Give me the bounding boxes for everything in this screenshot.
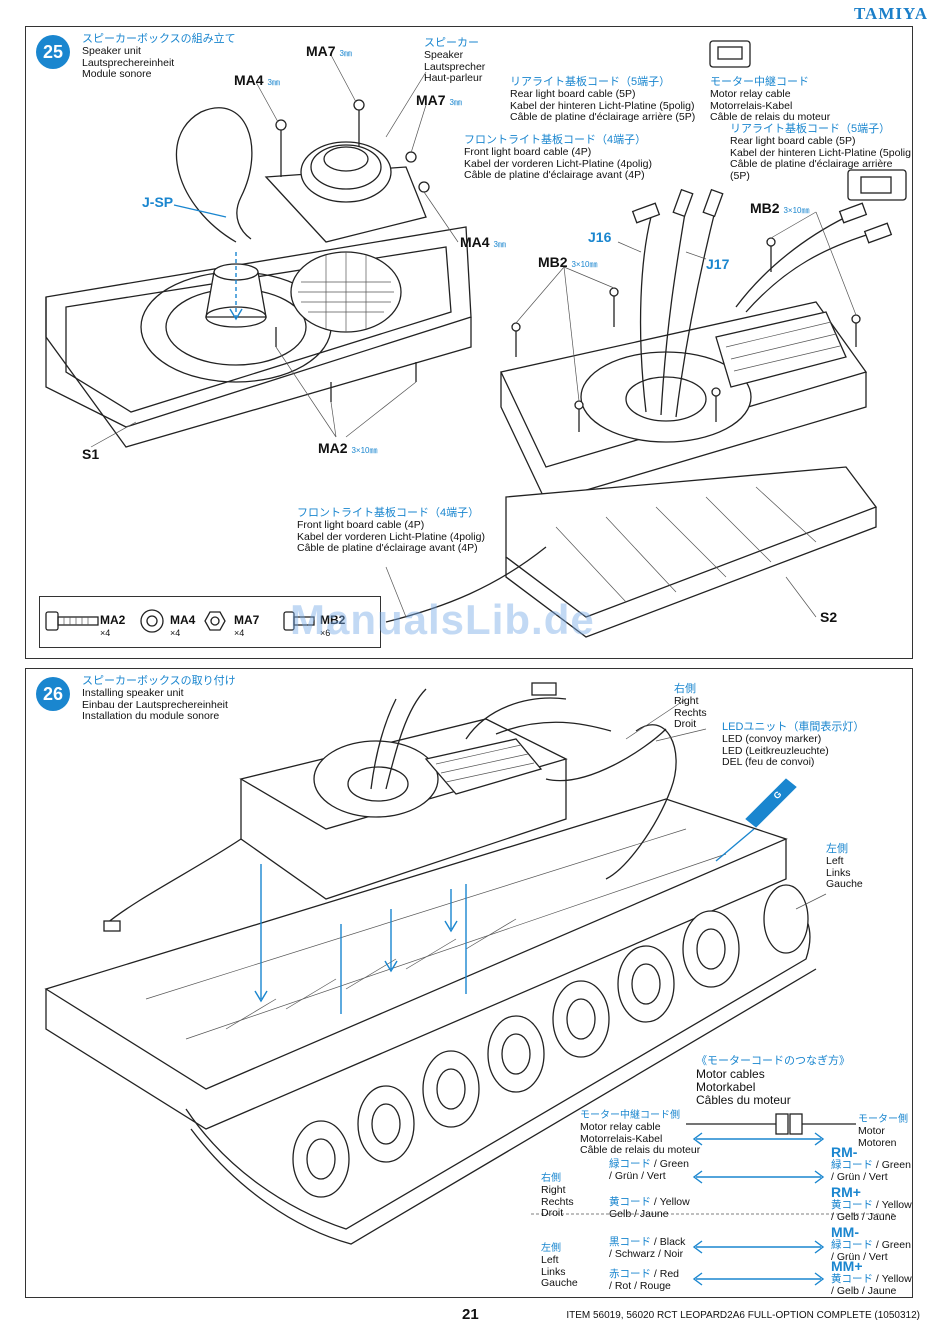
watermark: ManualsLib.de bbox=[290, 596, 595, 643]
front-cable-callout-a: フロントライト基板コード（4端子） Front light board cabl… bbox=[464, 134, 652, 181]
step-number-25: 25 bbox=[36, 35, 70, 69]
row-4-right: MM+黄コード / Yellow/ Gelb / Jaune bbox=[831, 1258, 912, 1297]
screw-shaft-icon bbox=[57, 616, 99, 626]
label-ma7-top: MA7 3㎜ bbox=[306, 43, 352, 59]
step-number-26: 26 bbox=[36, 677, 70, 711]
parts-list: MA2×4 MA4×4 MA7×4 MB2×6 bbox=[39, 596, 381, 648]
title-jp: スピーカーボックスの組み立て bbox=[82, 33, 236, 45]
left-group-label: 左側 Left Links Gauche bbox=[541, 1243, 578, 1289]
title-fr: Module sonore bbox=[82, 68, 152, 80]
page-number: 21 bbox=[462, 1306, 479, 1323]
parts-icons bbox=[45, 609, 315, 633]
label-ma7-right: MA7 3㎜ bbox=[416, 92, 462, 108]
item-footer: ITEM 56019, 56020 RCT LEOPARD2A6 FULL-OP… bbox=[566, 1310, 920, 1321]
label-s1: S1 bbox=[82, 446, 100, 462]
label-ma2: MA2 3×10㎜ bbox=[318, 440, 378, 456]
step-25-title: スピーカーボックスの組み立て Speaker unit Lautsprecher… bbox=[82, 33, 236, 81]
row-3-left: 黒コード / Black/ Schwarz / Noir bbox=[609, 1236, 686, 1260]
right-group-label: 右側 Right Rechts Droit bbox=[541, 1173, 574, 1219]
row-2-right: RM+黄コード / Yellow/ Gelb / Jaune bbox=[831, 1184, 912, 1223]
row-4-left: 赤コード / Red/ Rot / Rouge bbox=[609, 1268, 680, 1292]
step-25-panel: 25 スピーカーボックスの組み立て Speaker unit Lautsprec… bbox=[25, 26, 913, 659]
motor-side-label: モーター側 Motor Motoren bbox=[858, 1114, 908, 1149]
step-26-title: スピーカーボックスの取り付け Installing speaker unit E… bbox=[82, 675, 236, 722]
title-de: Lautsprechereinheit bbox=[82, 56, 175, 69]
screw-ma2-icon bbox=[45, 611, 59, 631]
right-callout: 右側 Right Rechts Droit bbox=[674, 683, 707, 730]
part-ma2: MA2×4 bbox=[100, 613, 126, 638]
row-3-right: MM-緑コード / Green/ Grün / Vert bbox=[831, 1224, 911, 1263]
label-ma4-top: MA4 3㎜ bbox=[234, 72, 280, 88]
label-mb2-left: MB2 3×10㎜ bbox=[538, 254, 598, 270]
part-mb2: MB2×6 bbox=[320, 613, 346, 638]
speaker-callout: スピーカー Speaker Lautsprecher Haut-parleur bbox=[424, 37, 486, 84]
relay-side-label: モーター中継コード側 Motor relay cable Motorrelais… bbox=[580, 1110, 701, 1156]
brand-logo: TAMIYA bbox=[853, 4, 928, 23]
nut-ma7-icon bbox=[204, 611, 226, 631]
part-ma4: MA4×4 bbox=[170, 613, 196, 638]
speaker-unit-illustration bbox=[45, 40, 907, 638]
part-ma7: MA7×4 bbox=[234, 613, 260, 638]
rear-cable-callout-a: リアライト基板コード（5端子） Rear light board cable (… bbox=[510, 76, 696, 123]
row-1-right: RM-緑コード / Green/ Grün / Vert bbox=[831, 1144, 911, 1183]
label-ma4-right: MA4 3㎜ bbox=[460, 234, 506, 250]
title-en: Speaker unit bbox=[82, 45, 141, 57]
label-jsp: J-SP bbox=[142, 194, 174, 210]
row-1-left: 緑コード / Green/ Grün / Vert bbox=[609, 1158, 689, 1182]
label-j17: J17 bbox=[706, 256, 730, 272]
led-callout: LEDユニット（車間表示灯） LED (convoy marker) LED (… bbox=[722, 721, 865, 768]
washer-ma4-icon bbox=[140, 609, 164, 633]
tank-hull-illustration bbox=[44, 682, 896, 1286]
step-26-panel: 26 スピーカーボックスの取り付け Installing speaker uni… bbox=[25, 668, 913, 1298]
motor-relay-callout: モーター中継コード Motor relay cable Motorrelais-… bbox=[710, 76, 831, 123]
left-callout: 左側 Left Links Gauche bbox=[826, 843, 863, 890]
label-mb2-right: MB2 3×10㎜ bbox=[750, 200, 810, 216]
front-cable-callout-b: フロントライト基板コード（4端子） Front light board cabl… bbox=[297, 507, 485, 554]
rear-cable-callout-b: リアライト基板コード（5端子） Rear light board cable (… bbox=[730, 123, 911, 182]
motor-cables-heading: 《モーターコードのつなぎ方》 Motor cables Motorkabel C… bbox=[696, 1055, 850, 1107]
label-s2: S2 bbox=[820, 609, 838, 625]
label-j16: J16 bbox=[588, 229, 612, 245]
